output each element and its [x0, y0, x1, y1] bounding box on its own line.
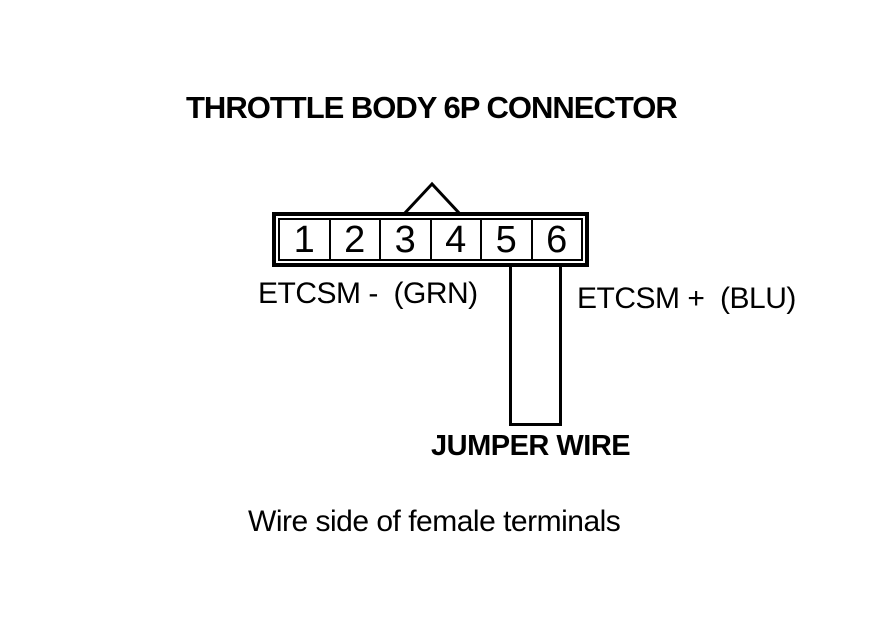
pin-cell-5: 5 [480, 218, 533, 261]
pin-cell-1: 1 [278, 218, 331, 261]
diagram-title: THROTTLE BODY 6P CONNECTOR [186, 90, 678, 125]
jumper-wire-label: JUMPER WIRE [431, 430, 631, 462]
jumper-wire-shape [509, 266, 562, 426]
pin-number: 1 [293, 218, 315, 261]
caption-wire-side: Wire side of female terminals [248, 505, 621, 538]
pin-cell-6: 6 [530, 218, 583, 261]
pin-number: 3 [394, 218, 416, 261]
pin-number: 6 [546, 218, 568, 261]
label-etcsm-plus-blu: ETCSM + (BLU) [577, 282, 796, 315]
pin-number: 4 [445, 218, 467, 261]
throttle-body-6p-connector: 1 2 3 4 5 6 [272, 212, 589, 267]
pin-cell-3: 3 [379, 218, 432, 261]
pin-cell-4: 4 [429, 218, 482, 261]
pin-number: 5 [495, 218, 517, 261]
label-etcsm-minus-grn: ETCSM - (GRN) [258, 277, 478, 310]
pin-cell-2: 2 [328, 218, 381, 261]
pin-number: 2 [344, 218, 366, 261]
